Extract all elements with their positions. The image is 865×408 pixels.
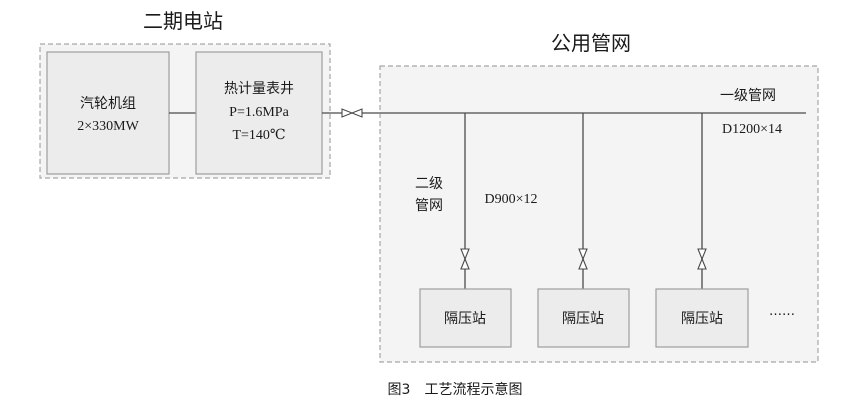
secondary-network-spec: D900×12 xyxy=(484,192,537,207)
isolation-station-3 xyxy=(655,288,749,348)
meter-well-pressure: P=1.6MPa xyxy=(229,105,289,120)
more-stations-ellipsis: …… xyxy=(769,304,795,319)
meter-well-label: 热计量表井 xyxy=(224,81,294,97)
figure-caption: 图3 工艺流程示意图 xyxy=(388,381,523,398)
phase2-station-title: 二期电站 xyxy=(143,9,223,33)
isolation-station-2-label: 隔压站 xyxy=(562,311,604,327)
turbine-capacity: 2×330MW xyxy=(77,119,139,134)
public-network-title: 公用管网 xyxy=(551,31,631,55)
turbine-label: 汽轮机组 xyxy=(80,96,136,112)
secondary-network-label-1: 二级 xyxy=(415,176,443,192)
isolation-station-2 xyxy=(537,288,630,348)
meter-well-box xyxy=(195,51,323,175)
primary-network-label: 一级管网 xyxy=(720,88,776,104)
turbine-box xyxy=(46,51,170,175)
branch-valve-3-icon xyxy=(697,248,707,270)
branch-valve-2-icon xyxy=(578,248,588,270)
isolation-station-1-label: 隔压站 xyxy=(444,311,486,327)
branch-valve-1-icon xyxy=(460,248,470,270)
secondary-network-label-2: 管网 xyxy=(415,198,443,214)
isolation-station-3-label: 隔压站 xyxy=(681,311,723,327)
isolation-station-1 xyxy=(419,288,512,348)
meter-well-temperature: T=140℃ xyxy=(232,128,285,143)
main-valve-icon xyxy=(341,108,363,118)
primary-network-spec: D1200×14 xyxy=(722,122,782,137)
